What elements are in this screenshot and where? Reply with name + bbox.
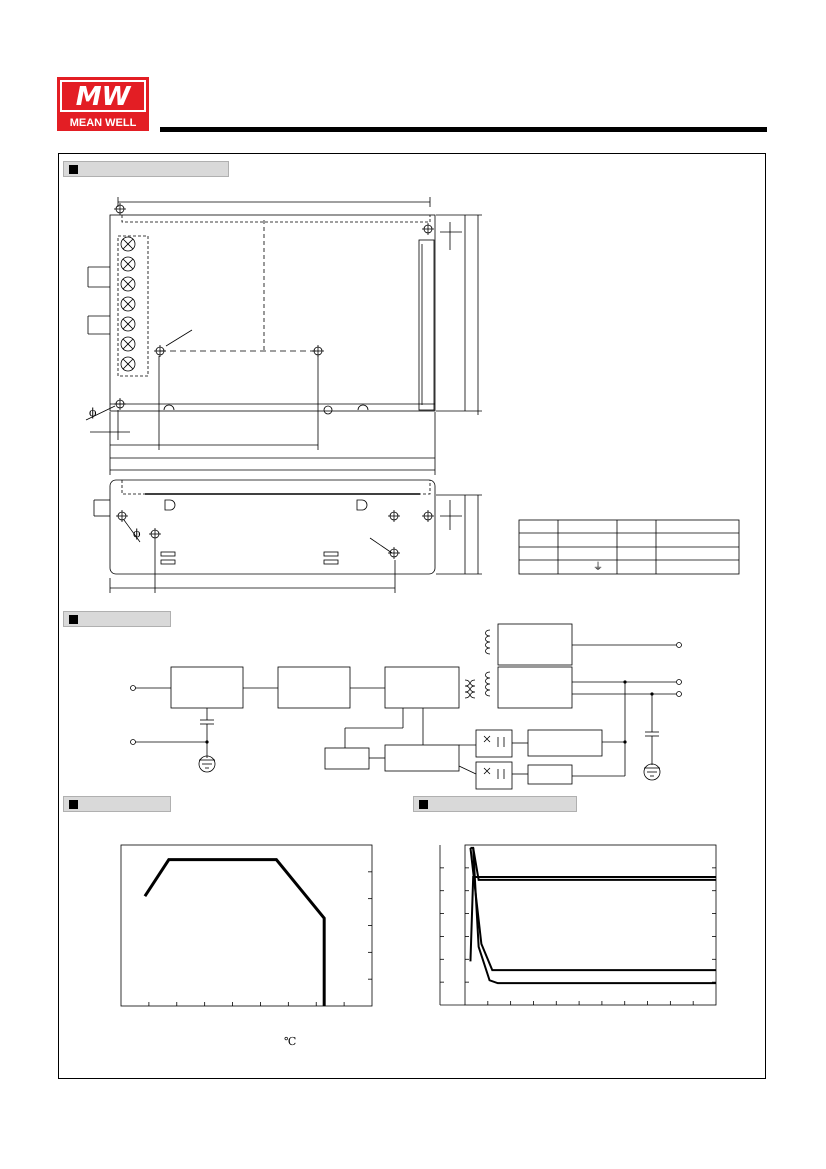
screw-holes bbox=[114, 203, 434, 415]
x-axis-unit: ℃ bbox=[284, 1035, 297, 1048]
static-series-line-3 bbox=[469, 847, 716, 972]
block-power-switching bbox=[384, 666, 460, 709]
top-view-outline bbox=[109, 214, 436, 412]
block-rectifier-filter-1 bbox=[497, 623, 573, 666]
side-bracket bbox=[418, 239, 435, 411]
page-frame bbox=[58, 153, 766, 1079]
section-header-derating-curve bbox=[63, 796, 171, 812]
optocoupler-2 bbox=[475, 761, 513, 790]
svg-text:MW: MW bbox=[76, 82, 132, 112]
section-marker-icon bbox=[419, 800, 428, 809]
diameter-icon: ϕ bbox=[133, 527, 141, 540]
svg-text:MEAN WELL: MEAN WELL bbox=[70, 117, 137, 129]
ground-icon: ⏚ bbox=[593, 562, 603, 573]
optocoupler-1 bbox=[475, 729, 513, 758]
block-rectifier-filter-2 bbox=[497, 666, 573, 709]
terminal-block bbox=[117, 235, 149, 377]
section-marker-icon bbox=[69, 165, 78, 174]
static-series-line-2 bbox=[470, 846, 716, 881]
bottom-screw-holes bbox=[116, 510, 434, 559]
static-plot-area bbox=[464, 844, 717, 1006]
section-header-block-diagram bbox=[63, 611, 171, 627]
static-series-line-4 bbox=[472, 847, 716, 985]
block-ovp bbox=[324, 747, 370, 770]
bottom-view-outline bbox=[109, 479, 436, 575]
block-rectifier bbox=[277, 666, 351, 709]
mean-well-logo: MW MEAN WELL bbox=[57, 77, 149, 131]
section-marker-icon bbox=[69, 800, 78, 809]
header-rule bbox=[160, 127, 767, 132]
terminal-screws bbox=[120, 236, 136, 372]
static-series-line-1 bbox=[469, 876, 716, 962]
section-header-static-characteristics bbox=[413, 796, 577, 812]
section-marker-icon bbox=[69, 615, 78, 624]
section-header-mechanical bbox=[63, 161, 229, 177]
block-detection-2 bbox=[527, 764, 573, 785]
diameter-icon: ϕ bbox=[89, 406, 97, 419]
derating-curve-line bbox=[143, 858, 326, 1006]
